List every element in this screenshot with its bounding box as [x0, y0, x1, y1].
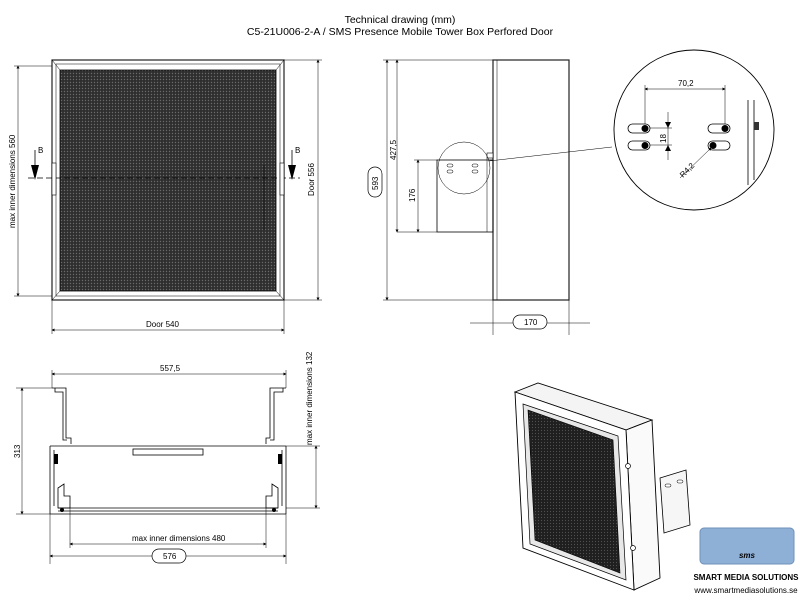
- detail-leader-line: [488, 146, 613, 162]
- top-bracket-right: [265, 387, 286, 444]
- sms-logo-text: sms: [739, 551, 756, 560]
- top-section-view: 557,5 313 max inner dimensions 132 max i…: [13, 351, 320, 564]
- dim-total-width-badge: [151, 548, 187, 564]
- sms-logo-tagline: SMART MEDIA SOLUTIONS: [693, 573, 799, 582]
- top-corner-left: [57, 483, 71, 509]
- perforated-door-mesh: [59, 69, 277, 292]
- top-bracket-left: [52, 387, 72, 444]
- dim-depth-label: 170: [524, 318, 538, 327]
- detail-view: 70,2 18 R4,2: [613, 49, 775, 211]
- dim-mount-label: 176: [408, 188, 417, 202]
- section-mark-left: B: [38, 146, 43, 155]
- dim-total-height-label: 593: [371, 176, 380, 190]
- top-handle-strip: [132, 448, 204, 456]
- dim-inner-depth-label: max inner dimensions 132: [305, 351, 314, 445]
- section-mark-right: B: [295, 146, 300, 155]
- sms-logo-url: www.smartmediasolutions.se: [693, 586, 798, 595]
- top-corner-right: [265, 483, 279, 509]
- side-box-outline: [492, 59, 570, 301]
- dim-outer-width-label: 557,5: [160, 364, 181, 373]
- dim-vertical-label: 18: [659, 134, 668, 143]
- dim-spacing-label: 70,2: [678, 79, 694, 88]
- dim-door-width-label: Door 540: [146, 320, 179, 329]
- drawing-title: Technical drawing (mm): [344, 14, 456, 26]
- dim-line-radius: [679, 147, 712, 179]
- iso-mesh-door: [527, 409, 621, 574]
- detail-slot-holes: [627, 123, 731, 151]
- dim-inner-width-label: max inner dimensions 480: [132, 534, 226, 543]
- section-arrow-left: [31, 165, 39, 180]
- dim-total-width-label: 576: [163, 552, 177, 561]
- detail-callout-circle: [437, 141, 491, 195]
- dim-depth-badge: [512, 314, 548, 330]
- front-view: B B max inner dimensions 560 Door 556 Do…: [8, 59, 322, 334]
- side-view: 593 427,5 176 170: [367, 59, 613, 335]
- section-arrow-right: [288, 165, 296, 180]
- side-mount-bracket: [436, 159, 494, 233]
- dim-door-height-label: Door 556: [307, 163, 316, 196]
- drawing-subtitle: C5-21U006-2-A / SMS Presence Mobile Towe…: [246, 26, 554, 38]
- sms-logo-badge: [699, 527, 795, 565]
- side-mount-holes: [446, 163, 479, 174]
- dim-height-label: 313: [13, 444, 22, 458]
- dim-inner-height-label: max inner dimensions 560: [8, 134, 17, 228]
- iso-mount-bracket: [659, 469, 691, 534]
- sms-logo: sms SMART MEDIA SOLUTIONS www.smartmedia…: [693, 527, 799, 595]
- dim-total-height-badge: [367, 166, 383, 198]
- isometric-view: [513, 382, 691, 591]
- dim-upper-label: 427,5: [389, 139, 398, 160]
